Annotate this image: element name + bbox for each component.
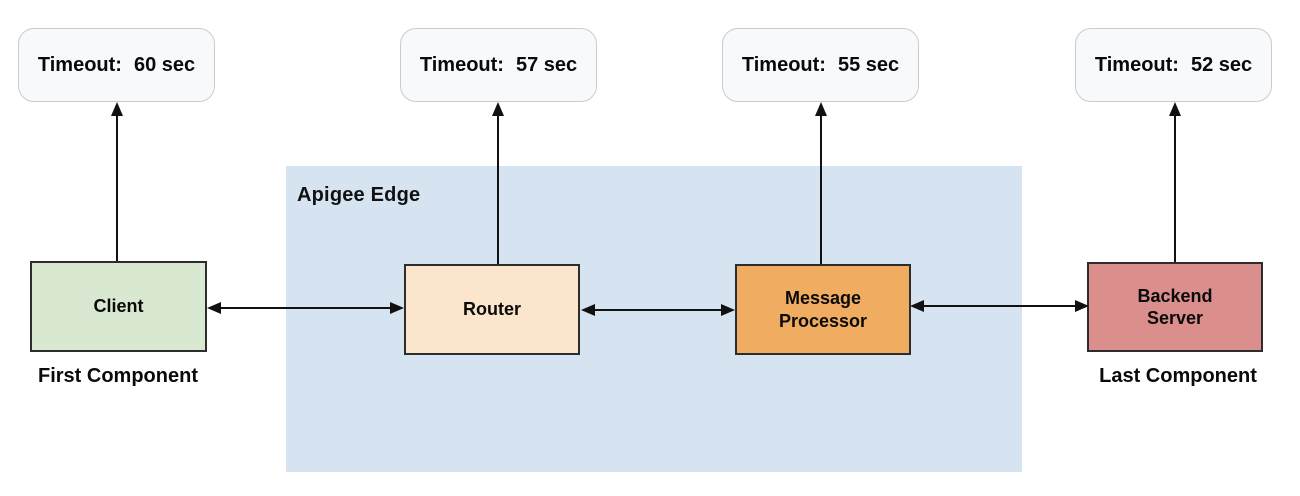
- timeout-box-client: Timeout: 60 sec: [18, 28, 215, 102]
- timeout-label: Timeout:: [741, 53, 826, 76]
- timeout-label: Timeout:: [1094, 53, 1179, 76]
- component-message-processor: Message Processor: [735, 264, 911, 355]
- timeout-box-backend-server: Timeout: 52 sec: [1075, 28, 1272, 102]
- component-router: Router: [404, 264, 580, 355]
- arrow-shaft: [820, 112, 822, 264]
- arrow-head-right: [390, 302, 404, 314]
- timeout-value: 55 sec: [837, 53, 900, 76]
- timeout-value: 52 sec: [1190, 53, 1253, 76]
- arrow-head-up: [111, 102, 123, 116]
- arrow-head-up: [815, 102, 827, 116]
- component-client: Client: [30, 261, 207, 352]
- arrow-shaft: [219, 307, 392, 309]
- arrow-shaft: [116, 112, 118, 261]
- timeout-label: Timeout:: [37, 53, 122, 76]
- arrow-head-left: [581, 304, 595, 316]
- timeout-box-message-processor: Timeout: 55 sec: [722, 28, 919, 102]
- component-client-label: Client: [93, 296, 144, 317]
- apigee-edge-label: Apigee Edge: [297, 184, 421, 206]
- timeout-value: 60 sec: [133, 53, 196, 76]
- arrow-shaft: [1174, 112, 1176, 262]
- component-backend-server: Backend Server: [1087, 262, 1263, 352]
- component-backend-server-label: Backend Server: [1137, 285, 1213, 329]
- arrow-head-up: [1169, 102, 1181, 116]
- arrow-head-right: [721, 304, 735, 316]
- last-component-label: Last Component: [1099, 365, 1257, 387]
- timeout-label: Timeout:: [419, 53, 504, 76]
- arrow-head-up: [492, 102, 504, 116]
- arrow-head-left: [910, 300, 924, 312]
- arrow-shaft: [922, 305, 1077, 307]
- apigee-edge-region: Apigee Edge: [286, 166, 1022, 472]
- timeout-value: 57 sec: [515, 53, 578, 76]
- timeout-box-router: Timeout: 57 sec: [400, 28, 597, 102]
- component-router-label: Router: [463, 299, 521, 320]
- arrow-head-left: [207, 302, 221, 314]
- component-message-processor-label: Message Processor: [778, 288, 868, 331]
- arrow-head-right: [1075, 300, 1089, 312]
- first-component-label: First Component: [38, 365, 198, 387]
- arrow-shaft: [593, 309, 723, 311]
- arrow-shaft: [497, 112, 499, 264]
